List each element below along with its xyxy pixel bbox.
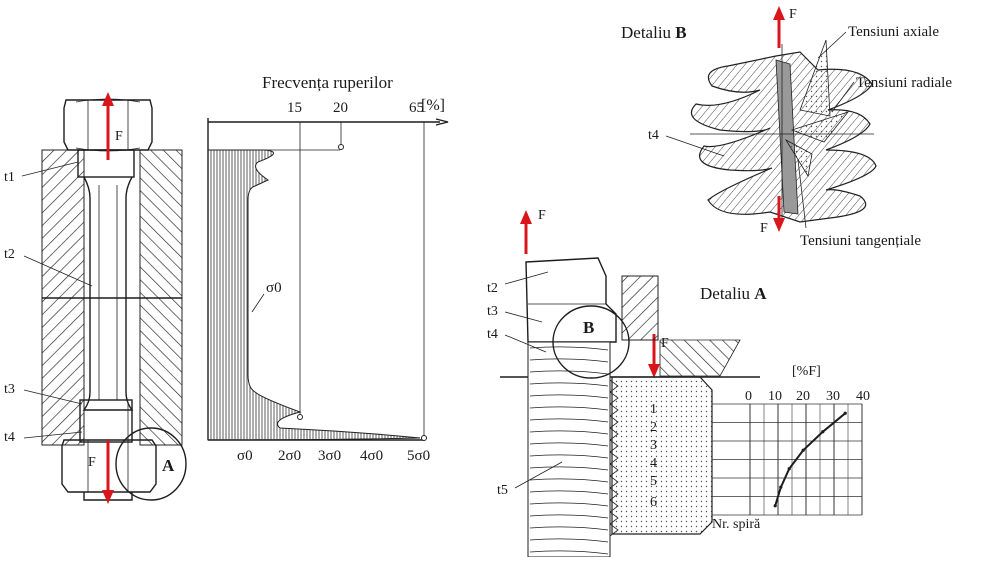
distribution-axis-label: Nr. spiră xyxy=(712,517,761,532)
label-t4: t4 xyxy=(4,430,15,445)
detail-a: Detaliu A F F [%F] 0 10 20 30 40 xyxy=(487,208,870,558)
label-tangential-stress: Tensiuni tangențiale xyxy=(800,233,921,249)
dist-tick-30: 30 xyxy=(826,389,840,404)
axis-sigma-4: 4σ0 xyxy=(360,448,383,464)
axis-sigma-2: 2σ0 xyxy=(278,448,301,464)
label-axial-stress: Tensiuni axiale xyxy=(848,24,939,40)
thread-number-3: 3 xyxy=(650,438,657,453)
frequency-chart: Frecvența ruperilor [%] 15 20 65 σ0 σ0 2… xyxy=(207,73,449,464)
thread-number-2: 2 xyxy=(650,420,657,435)
detail-a-label-t2: t2 xyxy=(487,281,498,296)
circle-a-letter: A xyxy=(162,456,175,475)
thread-number-4: 4 xyxy=(650,456,657,471)
dist-tick-10: 10 xyxy=(768,389,782,404)
label-t1: t1 xyxy=(4,170,15,185)
circle-b-letter: B xyxy=(583,318,594,337)
distribution-unit: [%F] xyxy=(792,364,821,379)
detail-b-label-t4: t4 xyxy=(648,128,659,143)
label-t3: t3 xyxy=(4,382,15,397)
thread-number-5: 5 xyxy=(650,474,657,489)
detail-a-force-top: F xyxy=(538,208,546,223)
load-distribution-chart: [%F] 0 10 20 30 40 Nr. spiră xyxy=(712,364,870,532)
axis-sigma-3: 3σ0 xyxy=(318,448,341,464)
detail-b-force-bottom: F xyxy=(760,221,768,236)
thread-number-1: 1 xyxy=(650,402,657,417)
dist-tick-0: 0 xyxy=(745,389,752,404)
detail-b-title: Detaliu B xyxy=(621,23,687,42)
detail-a-label-t3: t3 xyxy=(487,304,498,319)
detail-a-label-t5: t5 xyxy=(497,483,508,498)
dist-tick-40: 40 xyxy=(856,389,870,404)
axis-sigma-1: σ0 xyxy=(237,448,253,464)
force-label-top: F xyxy=(115,129,123,144)
detail-a-title: Detaliu A xyxy=(700,284,767,303)
detail-a-label-t4: t4 xyxy=(487,327,498,342)
label-radial-stress: Tensiuni radiale xyxy=(856,75,952,91)
detail-b-force-top: F xyxy=(789,7,797,22)
detail-circle-a xyxy=(115,427,187,501)
frequency-tick-15: 15 xyxy=(287,100,302,116)
label-t2: t2 xyxy=(4,247,15,262)
frequency-tick-65: 65 xyxy=(409,100,424,116)
detail-b: Detaliu B F F Tensiuni axiale Tensiuni r… xyxy=(621,6,952,249)
bolt-assembly: F F A t1 t2 t3 t4 xyxy=(4,92,187,504)
frequency-unit: [%] xyxy=(421,97,445,114)
detail-circle-b xyxy=(552,305,630,379)
thread-number-6: 6 xyxy=(650,495,657,510)
frequency-tick-20: 20 xyxy=(333,100,348,116)
force-label-bottom: F xyxy=(88,455,96,470)
frequency-title: Frecvența ruperilor xyxy=(262,73,393,92)
axis-sigma-5: 5σ0 xyxy=(407,448,430,464)
sigma-label: σ0 xyxy=(266,280,282,296)
distribution-curve xyxy=(774,412,846,507)
dist-tick-20: 20 xyxy=(796,389,810,404)
